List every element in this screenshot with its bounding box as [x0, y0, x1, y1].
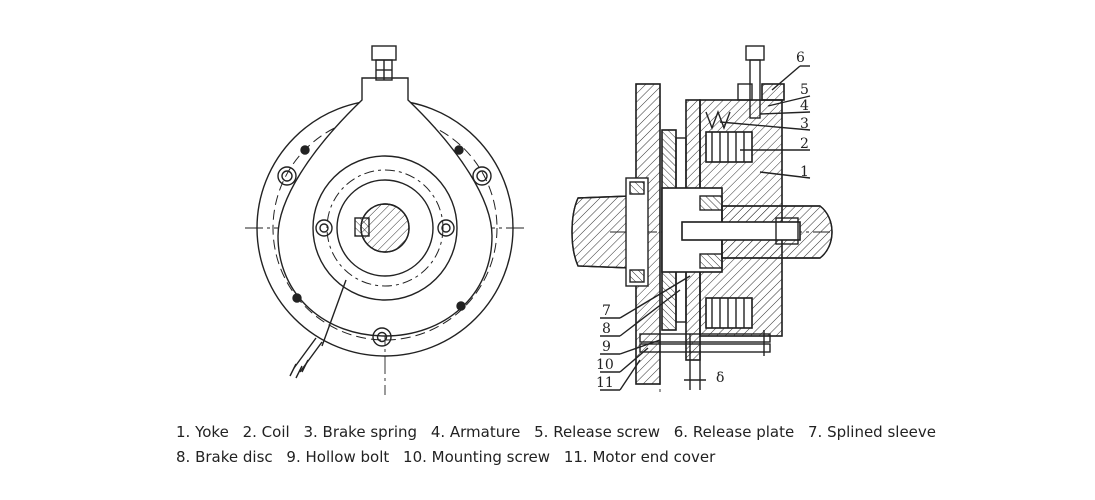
- callout-5: 5: [800, 82, 809, 98]
- clearance-delta: δ: [716, 370, 724, 386]
- legend-item: 3. Brake spring: [303, 423, 418, 441]
- legend-item: 11. Motor end cover: [563, 448, 716, 466]
- callout-8: 8: [602, 321, 611, 337]
- legend-item: 10. Mounting screw: [403, 448, 551, 466]
- callout-7: 7: [602, 303, 611, 319]
- legend-item: 2. Coil: [242, 423, 290, 441]
- legend-item: 8. Brake disc: [176, 448, 273, 466]
- callout-11: 11: [596, 375, 614, 391]
- callout-4: 4: [800, 98, 809, 114]
- front-view: [245, 45, 525, 395]
- callout-2: 2: [800, 136, 809, 152]
- legend-item: 5. Release screw: [534, 423, 660, 441]
- callout-10: 10: [596, 357, 614, 373]
- legend-item: 7. Splined sleeve: [807, 423, 937, 441]
- legend-line-1: 1. Yoke 2. Coil 3. Brake spring 4. Armat…: [176, 423, 945, 441]
- section-view: [571, 45, 833, 395]
- callout-numbers: 6 5 4 3 2 1 7 8 9 10 11 δ: [596, 50, 809, 391]
- brake-technical-drawing: 6 5 4 3 2 1 7 8 9 10 11 δ: [245, 45, 833, 395]
- callout-3: 3: [800, 116, 809, 132]
- legend-line-2: 8. Brake disc 9. Hollow bolt 10. Mountin…: [176, 448, 724, 466]
- callout-1: 1: [800, 164, 809, 180]
- legend-item: 4. Armature: [430, 423, 521, 441]
- callout-9: 9: [602, 339, 611, 355]
- legend-item: 1. Yoke: [176, 423, 229, 441]
- legend-item: 6. Release plate: [673, 423, 795, 441]
- callout-6: 6: [796, 50, 805, 66]
- legend-item: 9. Hollow bolt: [286, 448, 390, 466]
